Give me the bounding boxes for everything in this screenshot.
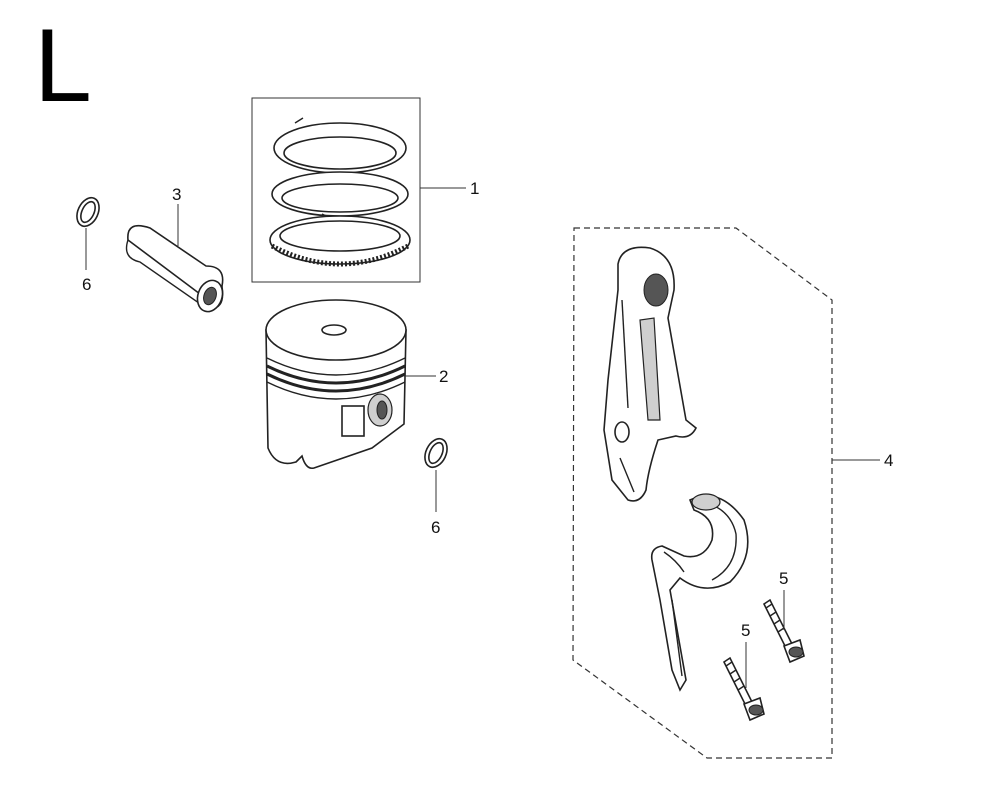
callout-5-upper: 5 xyxy=(779,569,788,588)
callout-2: 2 xyxy=(439,367,448,386)
small-end-bore xyxy=(643,273,669,307)
pin-clip-left: 6 xyxy=(76,196,100,294)
rod-cap xyxy=(650,493,749,692)
ring-set-border xyxy=(251,97,421,283)
pin-clip-right: 6 xyxy=(424,437,448,537)
rod-bolt-lower: 5 xyxy=(722,621,765,722)
piston-pin: 3 xyxy=(125,185,224,313)
callout-1: 1 xyxy=(470,179,479,198)
callout-5-lower: 5 xyxy=(741,621,750,640)
callout-6-left: 6 xyxy=(82,275,91,294)
connecting-rod xyxy=(603,246,698,502)
callout-4: 4 xyxy=(884,451,893,470)
piston: 2 xyxy=(265,299,448,470)
callout-6-right: 6 xyxy=(431,518,440,537)
piston-ring-set: 1 xyxy=(251,97,479,283)
callout-3: 3 xyxy=(172,185,181,204)
rod-bolt-upper: 5 xyxy=(762,569,805,664)
rod-set-border xyxy=(572,227,833,759)
connecting-rod-set: 4 xyxy=(572,227,893,759)
pin-boss xyxy=(341,405,365,437)
section-letter: L xyxy=(34,8,92,124)
